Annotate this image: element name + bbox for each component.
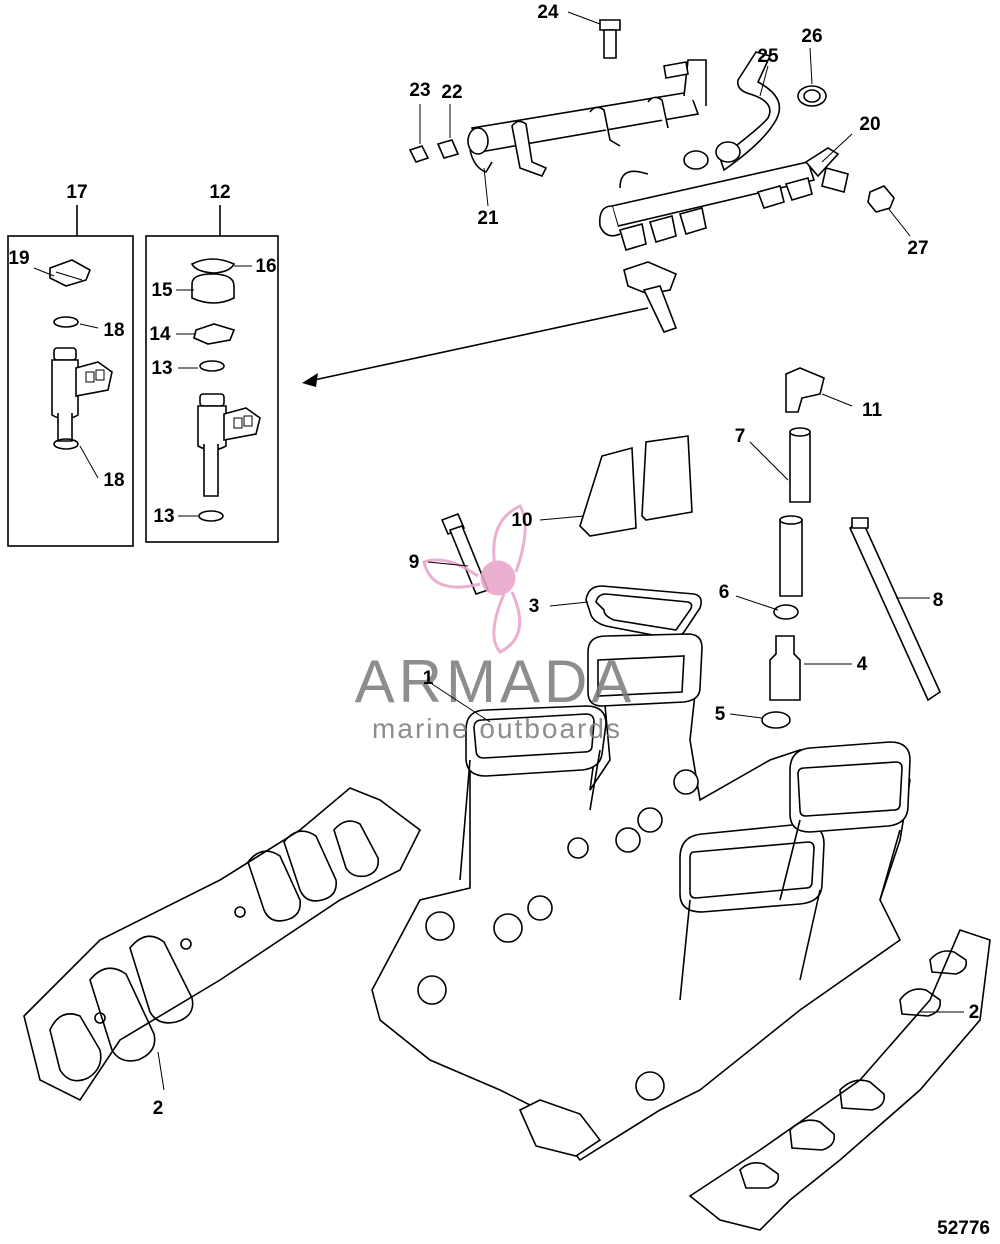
callout-18-top: 18 [103, 320, 124, 341]
fuel-hose-25 [715, 51, 781, 172]
callout-24: 24 [537, 2, 559, 23]
callout-11: 11 [862, 400, 883, 421]
callout-26: 26 [801, 26, 822, 47]
bolt-24 [599, 19, 621, 59]
fittings-22-23 [408, 139, 460, 163]
fuel-injector-12 [190, 258, 261, 522]
callout-3: 3 [529, 596, 540, 617]
callout-25: 25 [757, 46, 779, 67]
watermark: ARMADA marine outboards [355, 504, 636, 744]
callout-4: 4 [857, 654, 868, 675]
callout-21: 21 [477, 208, 499, 229]
callout-13-bottom: 13 [153, 506, 174, 527]
leader-lines [33, 11, 964, 1091]
callout-2-right: 2 [969, 1002, 980, 1023]
callout-22: 22 [441, 82, 462, 103]
callout-labels: 1 2 2 3 4 5 6 7 8 9 10 11 12 13 13 14 15… [8, 2, 979, 1119]
gasket-3 [585, 585, 702, 640]
callout-7: 7 [735, 426, 746, 447]
inset-box-17 [7, 205, 134, 547]
callout-18-bottom: 18 [103, 470, 124, 491]
grommet-6 [773, 604, 799, 620]
intake-manifold [371, 633, 911, 1162]
hose-7 [779, 427, 811, 597]
callout-23: 23 [409, 80, 430, 101]
watermark-brand: ARMADA [355, 648, 636, 715]
callout-19: 19 [8, 248, 29, 269]
fuel-rail-upper [467, 59, 707, 177]
propeller-logo [422, 504, 527, 654]
clamp-small [683, 150, 709, 170]
callout-5: 5 [715, 704, 726, 725]
reference-arrow [302, 307, 649, 387]
fuel-rail-lower [598, 147, 849, 251]
callout-2-left: 2 [153, 1098, 164, 1119]
intake-gasket-right [688, 929, 991, 1231]
figure-number: 52776 [937, 1218, 990, 1239]
inset-box-12 [145, 205, 279, 543]
injector-on-rail [623, 261, 678, 333]
callout-6: 6 [719, 582, 730, 603]
watermark-tagline: marine outboards [372, 713, 622, 744]
fuel-injector-17 [49, 259, 113, 450]
pcv-valve-4 [769, 635, 801, 701]
callout-13-top: 13 [151, 358, 172, 379]
callout-20: 20 [859, 114, 880, 135]
dipstick-tube-8 [848, 517, 942, 702]
callout-10: 10 [511, 510, 532, 531]
clamp-26 [797, 85, 827, 107]
bracket-10 [579, 435, 693, 537]
elbow-11 [785, 367, 825, 413]
cap-27 [867, 185, 895, 213]
intake-gasket-left [23, 787, 422, 1102]
callout-1: 1 [423, 668, 434, 689]
callout-17: 17 [66, 182, 87, 203]
callout-8: 8 [933, 590, 944, 611]
callout-14: 14 [149, 324, 171, 345]
callout-12: 12 [209, 182, 230, 203]
callout-9: 9 [409, 552, 420, 573]
callout-15: 15 [151, 280, 173, 301]
callout-16: 16 [255, 256, 276, 277]
grommet-5 [761, 711, 791, 729]
callout-27: 27 [907, 238, 928, 259]
